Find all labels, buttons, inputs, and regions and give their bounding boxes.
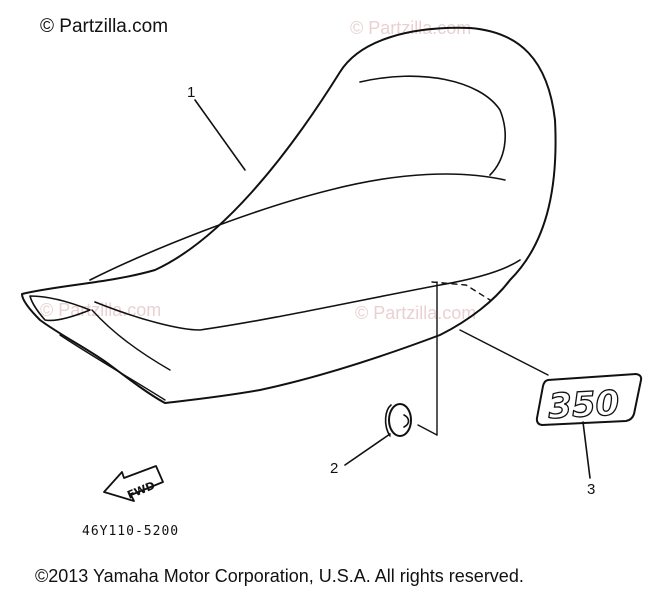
diagram-code: 46Y110-5200: [82, 524, 180, 539]
faint-watermark: © Partzilla.com: [355, 303, 477, 323]
faint-watermark: © Partzilla.com: [350, 18, 472, 38]
emblem-drawing: [535, 373, 643, 426]
grommet-drawing: [384, 403, 412, 437]
callout-1: 1: [187, 84, 196, 101]
copyright-footer: ©2013 Yamaha Motor Corporation, U.S.A. A…: [35, 566, 524, 586]
emblem-label: 350: [547, 383, 620, 427]
grommet-leader-line: [344, 433, 391, 466]
fwd-arrow-icon: [103, 465, 164, 502]
seat-drawing: [21, 26, 557, 404]
emblem-leader-line: [582, 421, 591, 479]
partzilla-watermark: © Partzilla.com: [40, 16, 169, 37]
emblem-guide-line: [459, 329, 549, 376]
seat-leader-line: [194, 99, 246, 171]
callout-3: 3: [587, 481, 596, 498]
fwd-label: FWD: [125, 479, 157, 502]
callout-2: 2: [330, 460, 339, 477]
